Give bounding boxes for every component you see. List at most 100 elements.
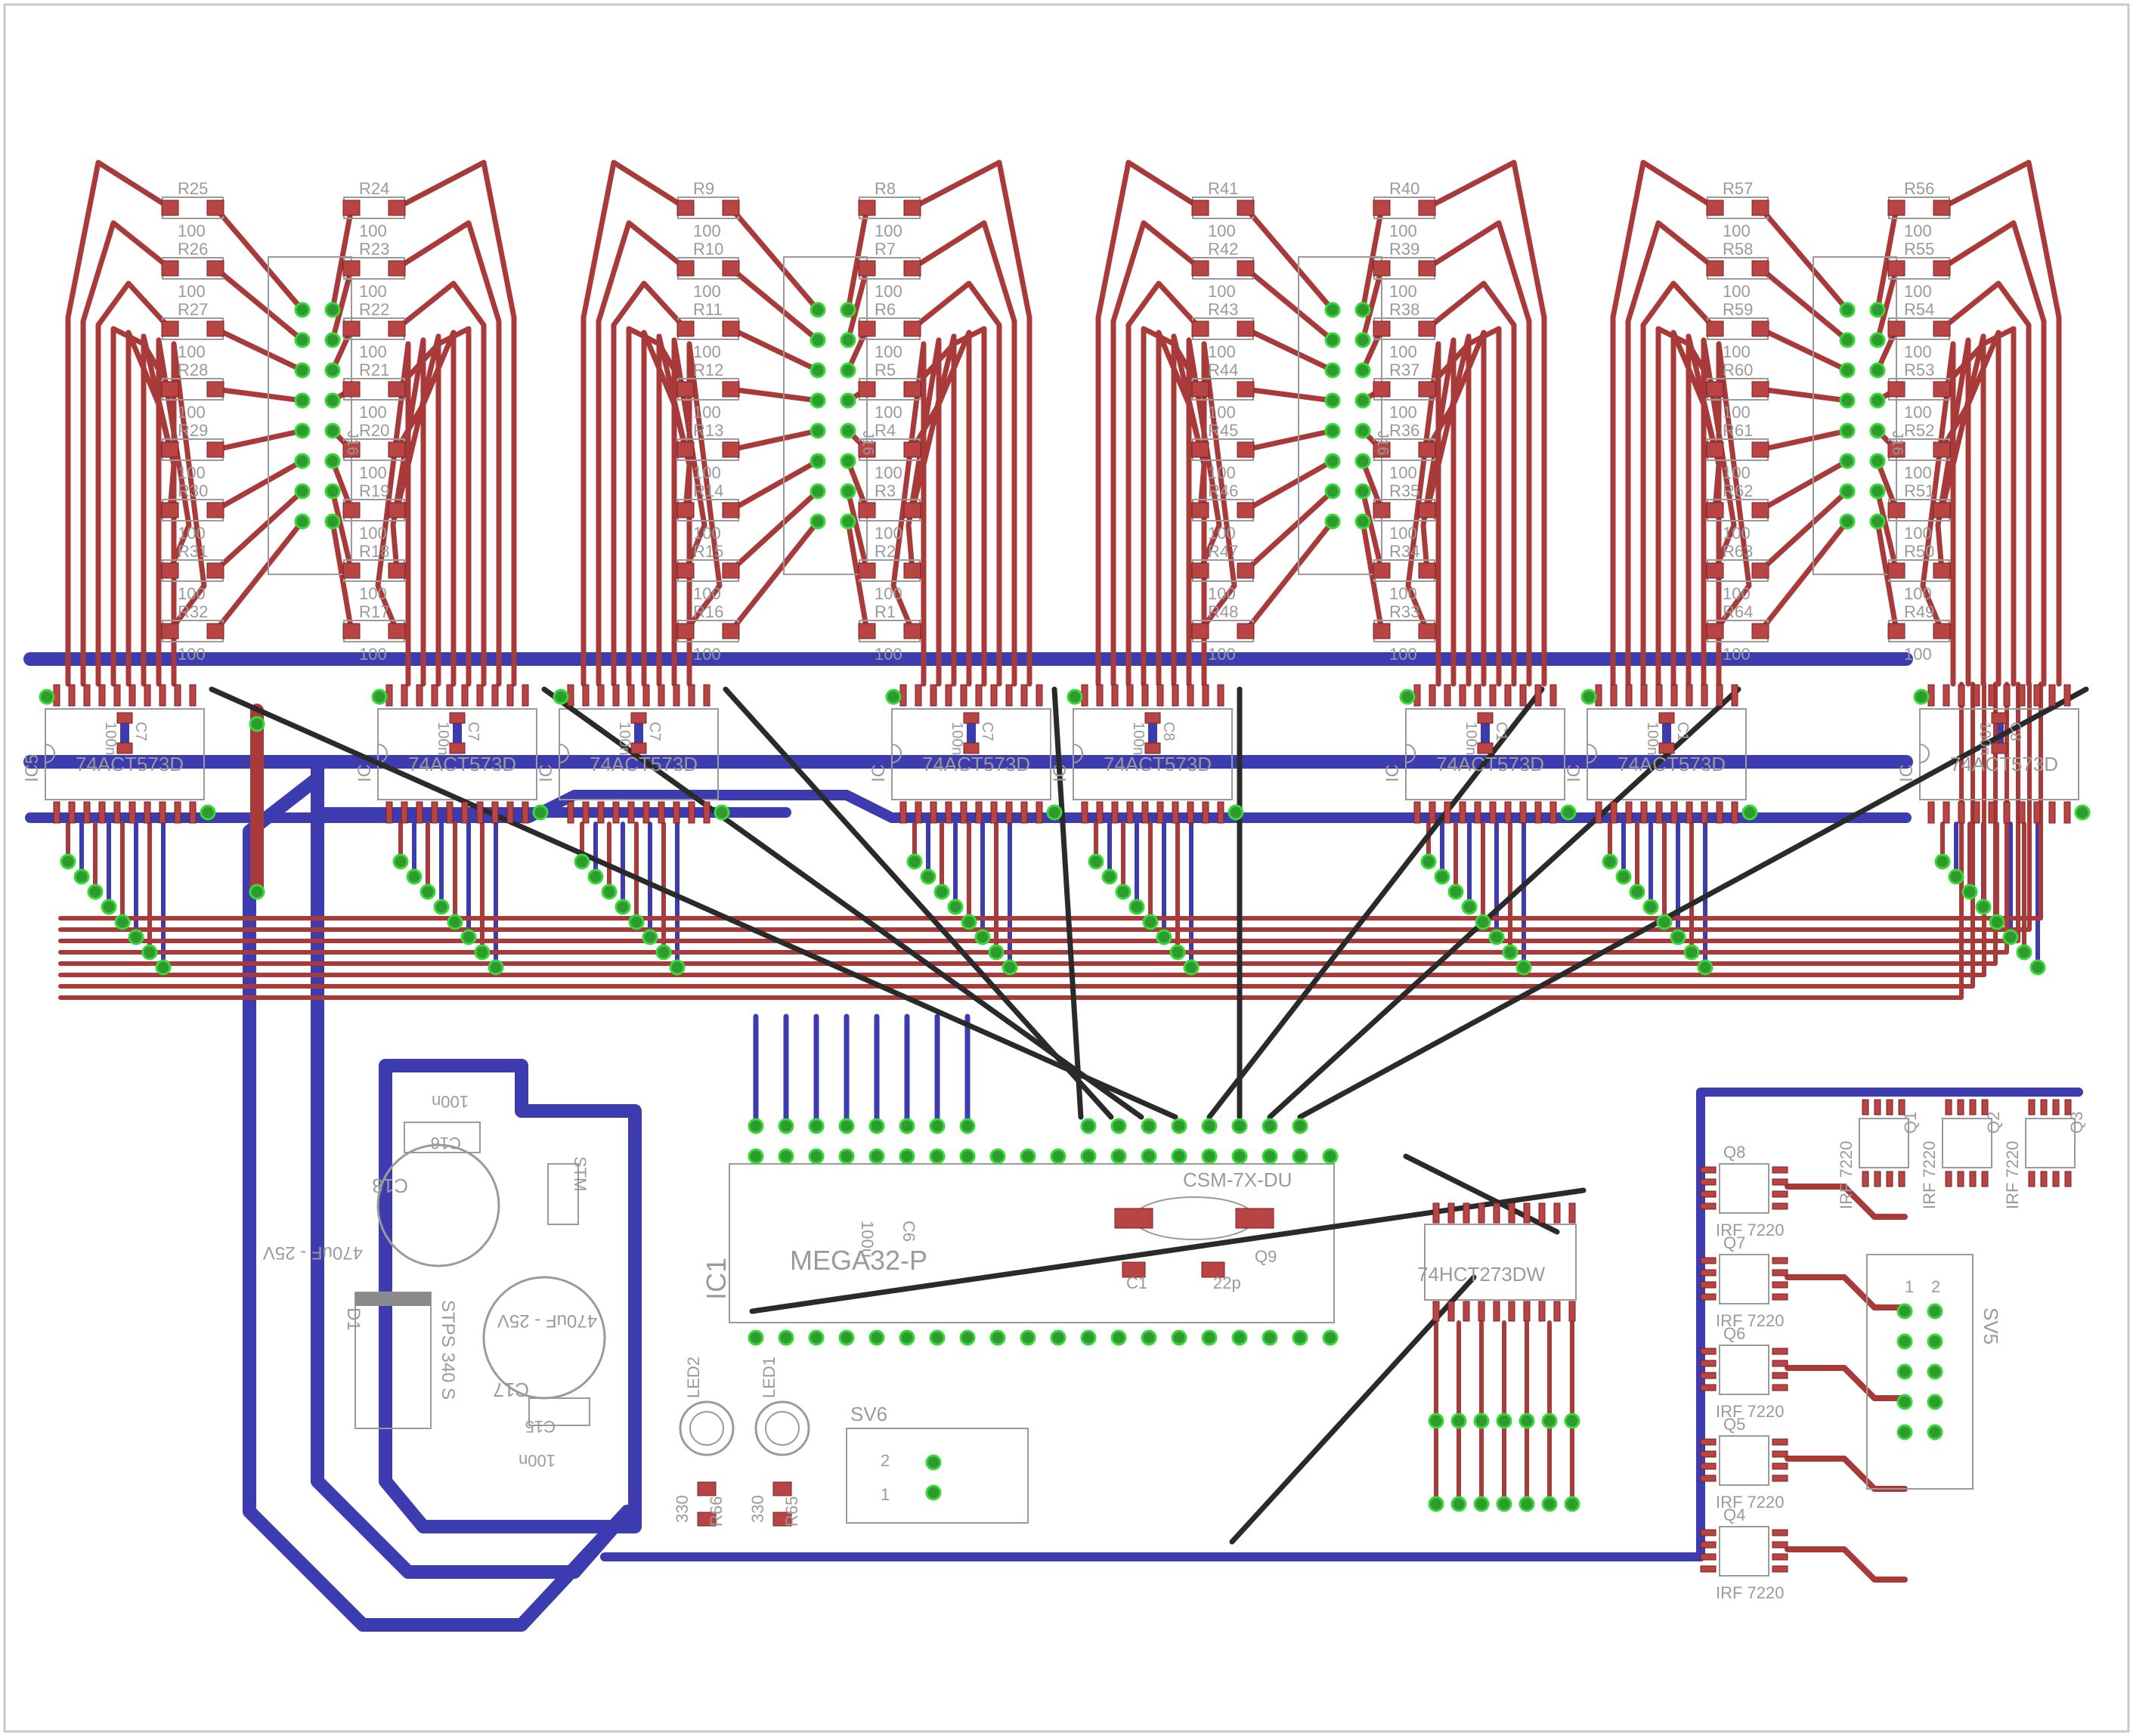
mosfet-pin (1700, 1190, 1717, 1198)
socket-pin (1324, 362, 1341, 379)
driver-via (1541, 1413, 1558, 1429)
resistor-value: 100 (1208, 342, 1236, 361)
resistor-value: 100 (1904, 403, 1932, 422)
cap-pad (1122, 1261, 1146, 1278)
trace (1875, 205, 1899, 313)
resistor-ref: R62 (1723, 481, 1753, 500)
connector-sv6-outline (846, 1428, 1029, 1524)
mosfet-pin (1862, 1099, 1869, 1116)
latch-output-via (433, 899, 450, 915)
driver-via (1518, 1496, 1535, 1512)
resistor-ref: R56 (1904, 179, 1934, 198)
resistor-value: 100 (875, 282, 902, 301)
header-pin (1262, 1118, 1278, 1134)
latch-via (1227, 804, 1244, 821)
mosfet-pin (1898, 1099, 1905, 1116)
resistor-pad (1751, 562, 1769, 579)
mcu-pin-bottom (748, 1329, 764, 1346)
socket-pin (1839, 302, 1856, 318)
decoupling-cap-pad (116, 742, 133, 754)
trace (212, 428, 305, 453)
socket-pin (1324, 302, 1341, 318)
resistor-ref: R33 (1389, 602, 1419, 621)
latch-pin (113, 801, 121, 824)
resistor-value: 100 (178, 342, 206, 361)
latch-pin (567, 801, 574, 824)
latch-pin (1474, 801, 1481, 824)
resistor-pad (676, 502, 695, 518)
latch-output-via (961, 914, 977, 930)
latch-ic-body (891, 708, 1051, 800)
latch-pin (2048, 801, 2056, 824)
latch-pin (2033, 801, 2041, 824)
latch-output-via (2002, 929, 2019, 945)
trace (728, 326, 821, 373)
resistor-value: 100 (1208, 463, 1236, 482)
decoupling-cap-pad (1477, 742, 1494, 754)
latch-pin (1686, 801, 1693, 824)
resistor-pad (206, 320, 224, 337)
trace (330, 488, 354, 574)
ic-notch (1587, 744, 1597, 763)
latch-pin (582, 801, 590, 824)
latch-pin (2063, 684, 2071, 707)
trace (1243, 265, 1336, 343)
connector-pin (1927, 1303, 1943, 1320)
latch-output-via (933, 883, 950, 900)
driver-pin (1447, 1202, 1455, 1224)
latch-pin (1474, 684, 1481, 707)
resistor-ref: R41 (1208, 179, 1238, 198)
mosfet-pin (1945, 1171, 1952, 1187)
airwire (723, 686, 1114, 1120)
header-pin (1231, 1118, 1248, 1134)
resistor-pad (1191, 562, 1209, 579)
driver-via (1428, 1496, 1444, 1512)
latch-via (532, 804, 549, 821)
latch-pin (1111, 684, 1119, 707)
socket-pin (840, 422, 856, 439)
driver-pin (1508, 1301, 1515, 1322)
mcu-pin-bottom (868, 1329, 885, 1346)
socket-pin (1324, 422, 1341, 439)
latch-pin (642, 801, 650, 824)
mosfet-ref: Q8 (1723, 1143, 1745, 1162)
resistor-pad (1706, 260, 1724, 277)
mosfet-pin (2052, 1171, 2060, 1187)
led-res-ref: R66 (707, 1496, 726, 1527)
mcu-pin-top (778, 1148, 794, 1165)
latch-pin (703, 684, 710, 707)
latch-output-via (474, 944, 491, 961)
led-res-ref: R65 (782, 1496, 801, 1527)
latch-pin (1534, 684, 1542, 707)
socket-pin (810, 332, 826, 348)
socket-pin (840, 483, 856, 500)
resistor-pad (161, 441, 179, 458)
mosfet-pin (1772, 1450, 1788, 1458)
resistor-pad (1933, 623, 1951, 639)
latch-output-via (87, 883, 104, 900)
regulator-label: STM (571, 1156, 590, 1191)
resistor-pad (676, 200, 695, 216)
resistor-value: 100 (359, 463, 387, 482)
latch-pin (128, 801, 136, 824)
latch-pin (582, 684, 590, 707)
latch-pin (960, 801, 967, 824)
latch-ic-body (45, 708, 205, 800)
mcu-pin-bottom (1262, 1329, 1278, 1346)
resistor-value: 100 (178, 463, 206, 482)
airwire (1297, 686, 2089, 1120)
mosfet-pin (1772, 1462, 1788, 1470)
mosfet-pin (1700, 1541, 1717, 1549)
mcu-pin-top (899, 1148, 915, 1165)
mosfet-pin (1772, 1360, 1788, 1367)
socket-pin (1324, 392, 1341, 409)
latch-pin (1202, 801, 1209, 824)
mosfet-pin (1772, 1293, 1788, 1301)
resistor-pad (858, 320, 876, 337)
latch-pin (688, 801, 695, 824)
latch-pin (491, 684, 499, 707)
resistor-value: 100 (1904, 221, 1932, 240)
resistor-pad (722, 260, 740, 277)
latch-pin (1549, 801, 1557, 824)
latch-pin (658, 801, 665, 824)
